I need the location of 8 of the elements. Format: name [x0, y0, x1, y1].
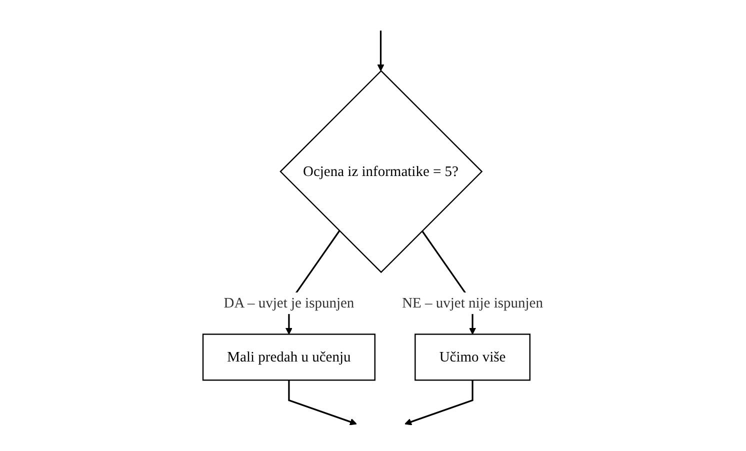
- arrow: [377, 30, 384, 72]
- edge-label: DA – uvjet je ispunjen: [224, 294, 354, 311]
- node-diamond: Ocjena iz informatike = 5?: [280, 70, 483, 274]
- arrow: [288, 380, 357, 426]
- edge-label: NE – uvjet nije ispunjen: [402, 294, 543, 311]
- node-box: Učimo više: [414, 334, 530, 381]
- arrow: [404, 380, 474, 426]
- node-box: Mali predah u učenju: [202, 334, 376, 381]
